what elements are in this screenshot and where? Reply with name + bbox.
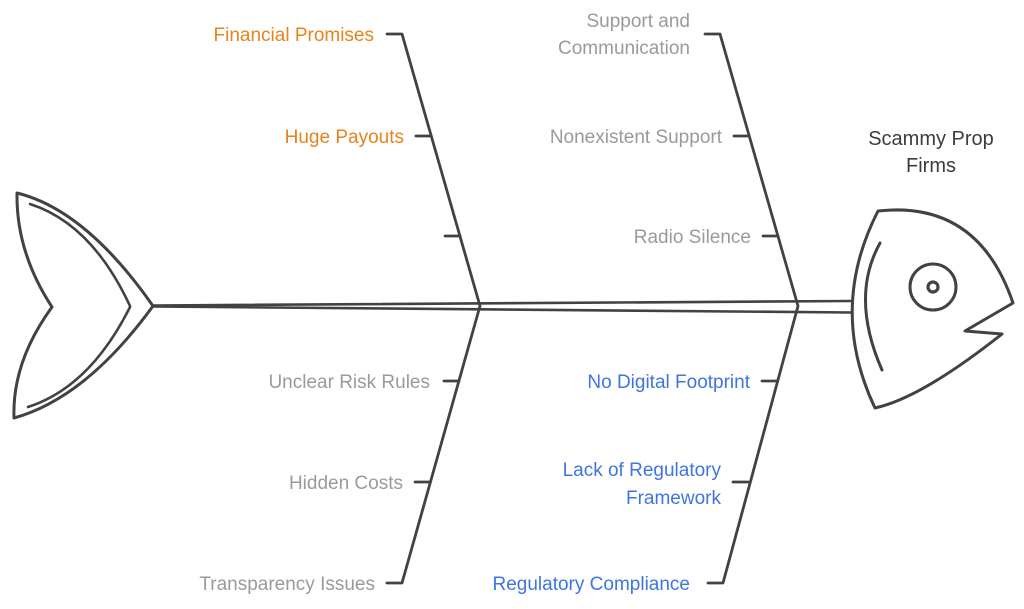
label-nonexistent-support: Nonexistent Support	[550, 127, 723, 148]
fish-head-icon	[850, 208, 1015, 410]
tail-outline	[12, 191, 155, 420]
bones	[385, 32, 800, 585]
label-lack-of-regulatory-line2: Framework	[626, 488, 722, 509]
spine-upper-line	[151, 299, 853, 307]
eye-outer-circle	[908, 262, 958, 312]
labels: Financial Promises Huge Payouts Support …	[199, 11, 993, 595]
tail-inner-line-bottom	[26, 305, 132, 409]
fish-spine	[151, 299, 853, 314]
right-bone	[703, 32, 800, 585]
head-title-line2: Firms	[906, 155, 956, 177]
label-financial-promises: Financial Promises	[214, 25, 375, 46]
label-radio-silence: Radio Silence	[634, 227, 751, 248]
label-transparency-issues: Transparency Issues	[199, 574, 375, 595]
label-regulatory-compliance: Regulatory Compliance	[493, 574, 691, 595]
label-hidden-costs: Hidden Costs	[289, 473, 403, 494]
head-title-line1: Scammy Prop	[868, 128, 994, 150]
label-unclear-risk-rules: Unclear Risk Rules	[268, 372, 430, 393]
label-no-digital-footprint: No Digital Footprint	[587, 372, 750, 393]
tail-inner-line-top	[28, 202, 132, 308]
label-support-and-communication-line2: Communication	[558, 38, 690, 59]
left-bone	[385, 32, 482, 585]
label-lack-of-regulatory-line1: Lack of Regulatory	[563, 460, 722, 481]
spine-lower-line	[151, 305, 853, 314]
label-huge-payouts: Huge Payouts	[285, 127, 404, 148]
fish-tail-icon	[12, 191, 155, 420]
head-outline	[850, 208, 1015, 410]
eye-inner-circle	[926, 280, 940, 294]
gill-arc	[864, 241, 884, 372]
label-support-and-communication-line1: Support and	[586, 11, 690, 32]
